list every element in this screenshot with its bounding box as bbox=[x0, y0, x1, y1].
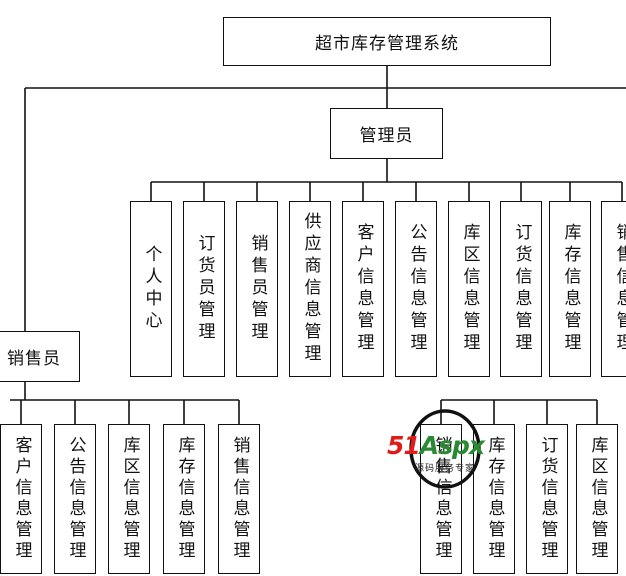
admin-node: 管理员 bbox=[330, 108, 443, 159]
third-module-2: 订货信息管理 bbox=[526, 424, 568, 574]
admin-module-1: 订货员管理 bbox=[183, 201, 225, 377]
watermark-ring-icon bbox=[409, 409, 481, 489]
seller-module-1: 公告信息管理 bbox=[54, 424, 96, 574]
seller-node: 销售员 bbox=[0, 331, 80, 382]
admin-module-9: 销售信息管理 bbox=[601, 201, 626, 377]
admin-module-2: 销售员管理 bbox=[236, 201, 278, 377]
root-label: 超市库存管理系统 bbox=[315, 34, 459, 54]
watermark-subtitle: 源码服务专家 bbox=[415, 464, 476, 474]
seller-module-2: 库区信息管理 bbox=[108, 424, 150, 574]
watermark-brand: 51Aspx bbox=[387, 431, 485, 460]
third-module-3: 库区信息管理 bbox=[576, 424, 618, 574]
admin-module-7: 订货信息管理 bbox=[500, 201, 542, 377]
root-node: 超市库存管理系统 bbox=[223, 17, 551, 66]
admin-module-6: 库区信息管理 bbox=[448, 201, 490, 377]
third-module-0: 销售信息管理 bbox=[420, 424, 462, 574]
admin-module-3: 供应商信息管理 bbox=[289, 201, 331, 377]
admin-label: 管理员 bbox=[359, 126, 414, 146]
seller-module-3: 库存信息管理 bbox=[163, 424, 205, 574]
admin-module-8: 库存信息管理 bbox=[549, 201, 591, 377]
watermark-logo: 51Aspx 源码服务专家 bbox=[385, 405, 515, 493]
admin-module-5: 公告信息管理 bbox=[395, 201, 437, 377]
third-module-1: 库存信息管理 bbox=[473, 424, 515, 574]
admin-module-4: 客户信息管理 bbox=[342, 201, 384, 377]
seller-label: 销售员 bbox=[7, 349, 61, 369]
seller-module-0: 客户信息管理 bbox=[0, 424, 42, 574]
seller-module-4: 销售信息管理 bbox=[218, 424, 260, 574]
admin-module-0: 个人中心 bbox=[130, 201, 172, 377]
